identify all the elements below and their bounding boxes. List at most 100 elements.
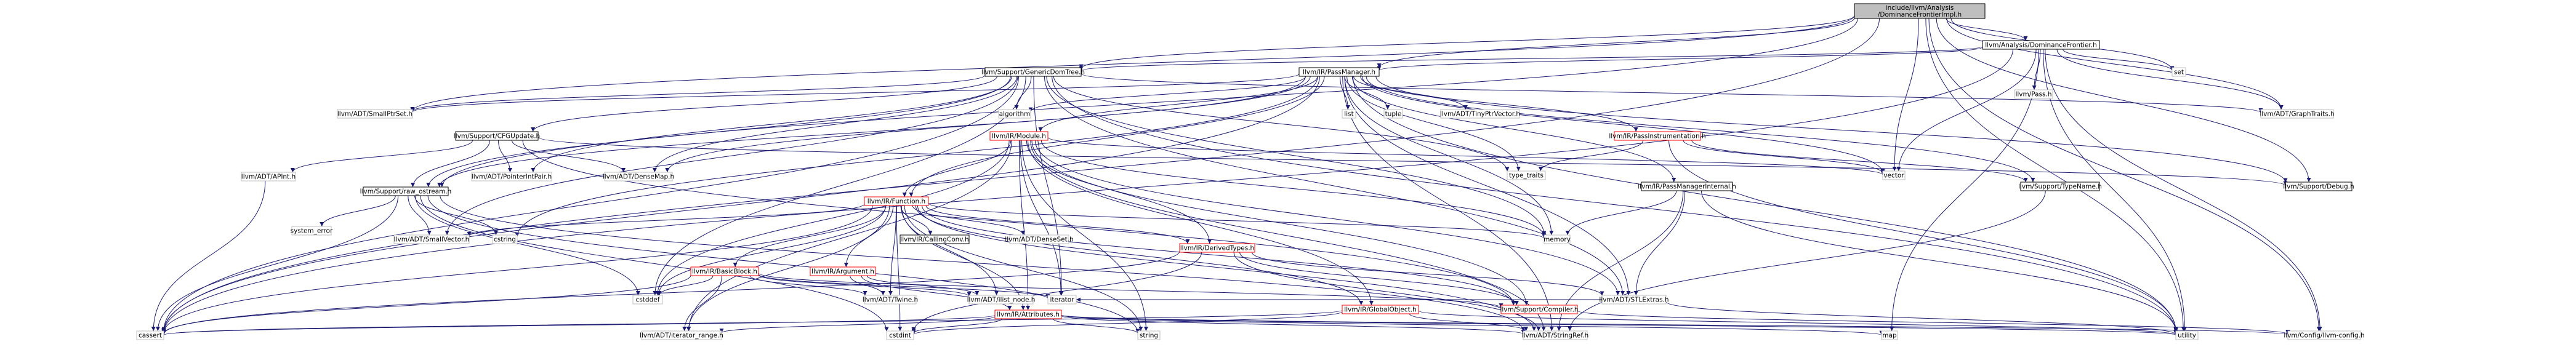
node-function[interactable]: llvm/IR/Function.h — [864, 196, 929, 206]
node-vector[interactable]: vector — [1882, 170, 1906, 180]
node-tuple-box — [1383, 109, 1403, 119]
node-densemap[interactable]: llvm/ADT/DenseMap.h — [603, 172, 674, 181]
node-twine[interactable]: llvm/ADT/Twine.h — [863, 295, 918, 305]
node-cfgupd[interactable]: llvm/Support/CFGUpdate.h — [454, 131, 540, 141]
edge-derived-to-compiler — [1239, 252, 1519, 306]
node-bb-label: llvm/IR/BasicBlock.h — [692, 268, 757, 276]
node-iterator[interactable]: iterator — [1047, 295, 1077, 305]
node-memory[interactable]: memory — [1544, 234, 1571, 244]
node-cstdint[interactable]: cstdint — [886, 330, 914, 340]
edge-bb-to-cstddef — [657, 275, 714, 296]
edge-globalobj-to-cassert — [162, 309, 1343, 335]
edge-root-to-rawos — [440, 18, 1858, 188]
node-pass-box — [2014, 89, 2053, 99]
node-argument[interactable]: llvm/IR/Argument.h — [810, 266, 876, 276]
node-sptrset[interactable]: llvm/ADT/SmallPtrSet.h — [337, 109, 413, 119]
edge-rawos-to-cstddef — [415, 195, 640, 296]
edge-rawos-to-string — [427, 195, 1140, 333]
edge-bb-to-iterrange — [682, 275, 722, 332]
node-pass[interactable]: llvm/Pass.h — [2014, 89, 2053, 99]
edge-pm-to-densemap — [665, 76, 1311, 173]
node-densemap-box — [604, 172, 673, 181]
node-instr-label: llvm/IR/PassInstrumentation.h — [1609, 133, 1705, 140]
node-globalobj-label: llvm/IR/GlobalObject.h — [1344, 306, 1416, 314]
edge-cfgupd-to-rawos — [411, 140, 490, 188]
edge-rawos-to-cstring — [414, 195, 499, 236]
edge-derived-to-cassert — [161, 250, 1180, 335]
edge-bb-to-compiler — [758, 273, 1503, 308]
node-gdt[interactable]: llvm/Support/GenericDomTree.h — [981, 67, 1085, 77]
edge-attrs-to-utility — [1061, 314, 2178, 336]
node-globalobj[interactable]: llvm/IR/GlobalObject.h — [1342, 305, 1419, 314]
node-debug[interactable]: llvm/Support/Debug.h — [2283, 181, 2354, 191]
node-cstddef[interactable]: cstddef — [632, 295, 663, 305]
node-callconv[interactable]: llvm/IR/CallingConv.h — [900, 234, 970, 244]
node-ptrintpair[interactable]: llvm/ADT/PointerIntPair.h — [471, 172, 552, 181]
node-set[interactable]: set — [2171, 67, 2186, 77]
edge-pm-to-cassert — [161, 76, 1320, 333]
node-tuple[interactable]: tuple — [1383, 109, 1403, 119]
edge-pm-to-vector — [1362, 76, 1885, 174]
node-string-label: string — [1140, 332, 1158, 340]
node-string-box — [1137, 330, 1161, 340]
node-iterrange[interactable]: llvm/ADT/iterator_range.h — [640, 330, 723, 340]
node-df[interactable]: llvm/Analysis/DominanceFrontier.h — [1982, 40, 2100, 50]
node-smallvec[interactable]: llvm/ADT/SmallVector.h — [393, 234, 470, 244]
node-stringref[interactable]: llvm/ADT/StringRef.h — [1522, 330, 1589, 340]
node-utility-box — [2175, 330, 2199, 340]
edge-argument-to-twine — [850, 275, 885, 296]
node-stlextras[interactable]: llvm/ADT/STLExtras.h — [1599, 295, 1669, 305]
node-module[interactable]: llvm/IR/Module.h — [989, 131, 1049, 141]
node-attrs-label: llvm/IR/Attributes.h — [997, 311, 1060, 319]
edge-argument-to-ilist — [866, 275, 980, 296]
node-list[interactable]: list — [1342, 109, 1356, 119]
node-apint[interactable]: llvm/ADT/APInt.h — [241, 172, 296, 181]
edge-instr-to-typename — [1691, 140, 2028, 183]
node-ilist[interactable]: llvm/ADT/ilist_node.h — [967, 295, 1036, 305]
node-apint-label: llvm/ADT/APInt.h — [241, 174, 296, 181]
edge-pm-to-algorithm — [1028, 76, 1306, 112]
node-cstring[interactable]: cstring — [492, 234, 518, 244]
node-gdt-box — [984, 67, 1082, 77]
node-tinyptr-box — [1440, 109, 1520, 119]
node-bb[interactable]: llvm/IR/BasicBlock.h — [690, 266, 759, 276]
node-pm[interactable]: llvm/IR/PassManager.h — [1298, 67, 1380, 77]
node-syserr[interactable]: system_error — [291, 226, 333, 236]
node-derived[interactable]: llvm/IR/DerivedTypes.h — [1179, 243, 1255, 253]
edge-root-to-vector — [1892, 18, 1919, 172]
node-map[interactable]: map — [1881, 330, 1898, 340]
node-cfgupd-label: llvm/Support/CFGUpdate.h — [454, 133, 540, 140]
node-utility[interactable]: utility — [2175, 330, 2199, 340]
node-argument-box — [810, 266, 876, 276]
node-algorithm-box — [998, 109, 1031, 119]
node-graphtraits[interactable]: llvm/ADT/GraphTraits.h — [2260, 109, 2335, 119]
node-root[interactable]: include/llvm/Analysis/DominanceFrontierI… — [1854, 3, 1986, 19]
edge-root-to-graphtraits — [1946, 18, 2284, 110]
edge-root-to-sptrset — [410, 15, 1855, 111]
node-utility-label: utility — [2178, 332, 2196, 340]
node-algorithm[interactable]: algorithm — [998, 109, 1031, 119]
node-root-box — [1854, 3, 1986, 19]
edge-instr-to-typetraits — [1538, 140, 1644, 172]
node-tinyptr[interactable]: llvm/ADT/TinyPtrVector.h — [1440, 109, 1520, 119]
node-config-box — [2287, 330, 2361, 340]
node-string[interactable]: string — [1137, 330, 1161, 340]
node-pmint[interactable]: llvm/IR/PassManagerInternal.h — [1638, 181, 1736, 191]
node-instr[interactable]: llvm/IR/PassInstrumentation.h — [1609, 131, 1706, 141]
node-pm-box — [1298, 67, 1380, 77]
edge-module-to-iterator — [1020, 140, 1063, 296]
node-compiler[interactable]: llvm/Support/Compiler.h — [1500, 305, 1579, 314]
edge-gdt-to-densemap — [652, 76, 1018, 173]
node-config[interactable]: llvm/Config/llvm-config.h — [2284, 330, 2365, 340]
node-cassert[interactable]: cassert — [136, 330, 164, 340]
node-smallvec-box — [393, 234, 470, 244]
node-typename[interactable]: llvm/Support/TypeName.h — [2018, 181, 2102, 191]
node-typetraits[interactable]: type_traits — [1507, 170, 1546, 180]
node-attrs[interactable]: llvm/IR/Attributes.h — [994, 309, 1062, 319]
node-rawos[interactable]: llvm/Support/raw_ostream.h — [360, 186, 452, 196]
node-denseset[interactable]: llvm/ADT/DenseSet.h — [1005, 234, 1074, 244]
node-bb-box — [690, 266, 759, 276]
edge-cfgupd-to-apint — [290, 140, 473, 173]
node-pm-label: llvm/IR/PassManager.h — [1303, 69, 1375, 76]
node-derived-label: llvm/IR/DerivedTypes.h — [1180, 245, 1254, 252]
